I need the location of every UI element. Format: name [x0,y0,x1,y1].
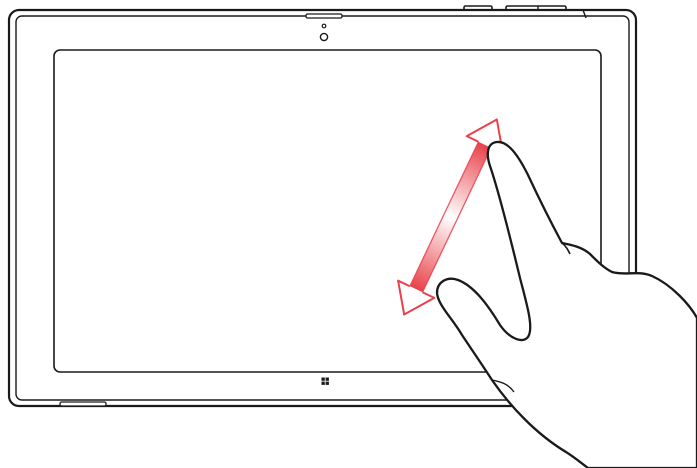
speaker-slot [306,14,342,18]
bottom-port [60,402,106,406]
